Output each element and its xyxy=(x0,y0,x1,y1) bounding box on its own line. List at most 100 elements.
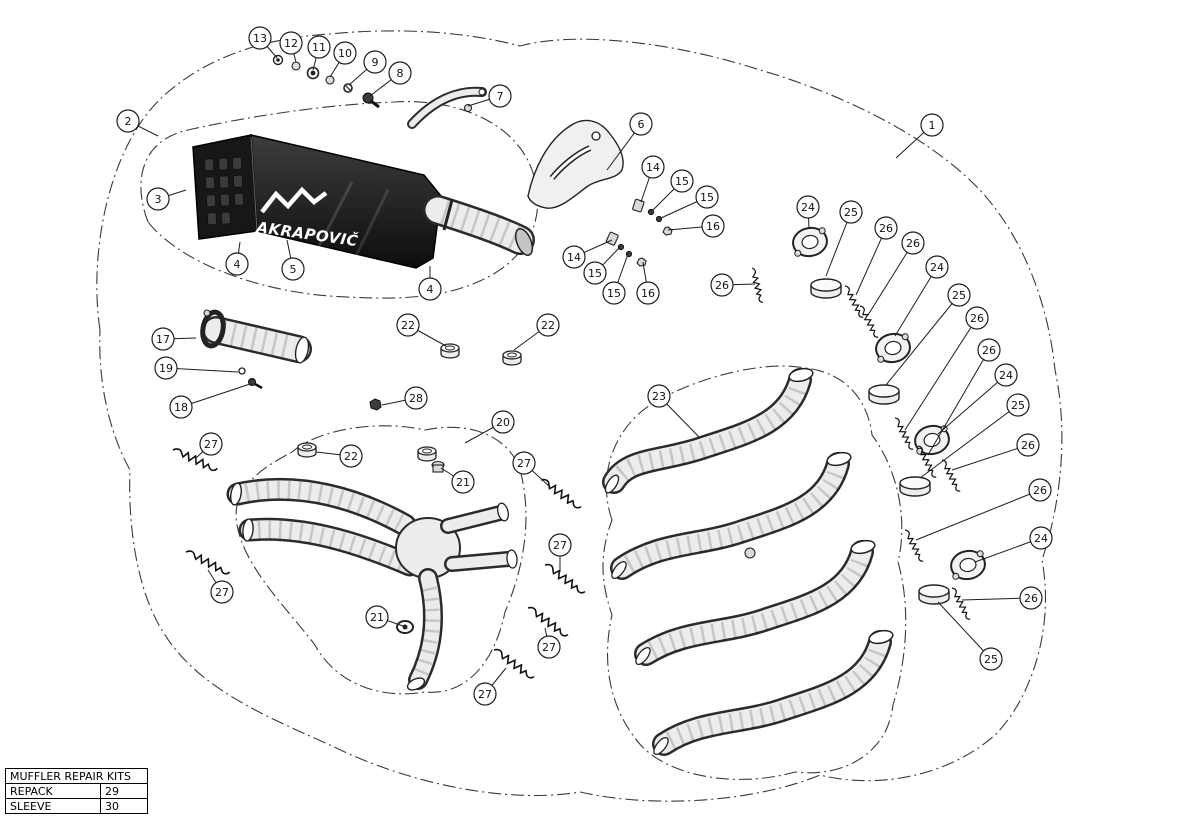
callout-number: 26 xyxy=(1033,484,1047,497)
callout-number: 24 xyxy=(1034,532,1048,545)
heat-shield-bracket xyxy=(527,119,624,209)
exhaust-gasket-25 xyxy=(810,278,842,299)
callout-27: 27 xyxy=(548,533,572,572)
kit-number: 30 xyxy=(100,798,148,814)
callout-10: 10 xyxy=(329,41,357,78)
pipe-2-flare xyxy=(826,451,852,467)
callout-26: 26 xyxy=(915,478,1052,541)
callout-25: 25 xyxy=(825,200,863,277)
callout-number: 26 xyxy=(1024,592,1038,605)
callout-number: 12 xyxy=(284,37,298,50)
callout-28: 28 xyxy=(381,386,428,410)
callout-26: 26 xyxy=(927,338,1001,456)
callout-9: 9 xyxy=(348,50,387,86)
callout-number: 23 xyxy=(652,390,666,403)
table-row: SLEEVE 30 xyxy=(5,798,148,814)
muffler-assembly: AKRAPOVIČ xyxy=(192,86,535,269)
gasket-ring-22 xyxy=(502,350,522,366)
pipe-2-open-end xyxy=(611,560,627,580)
callout-number: 17 xyxy=(156,333,170,346)
callout-number: 14 xyxy=(646,161,660,174)
flange-clamp-24 xyxy=(789,224,831,260)
callout-20: 20 xyxy=(464,410,515,444)
midpipe-inlet-b-ribs xyxy=(257,520,409,573)
boundary-outlines xyxy=(96,30,1063,802)
callout-26: 26 xyxy=(855,216,898,296)
callout-number: 22 xyxy=(541,319,555,332)
callout-number: 27 xyxy=(517,457,531,470)
header-pipe-1 xyxy=(602,367,814,494)
sleeve-sheen xyxy=(316,181,354,249)
header-pipe-2 xyxy=(610,451,852,580)
callout-15: 15 xyxy=(652,169,694,211)
midpipe-inlet-b-fill xyxy=(241,520,419,574)
screw-15 xyxy=(655,215,663,223)
akrapovic-arrow-logo xyxy=(260,186,328,214)
callout-number: 27 xyxy=(478,688,492,701)
spring-27 xyxy=(491,645,536,682)
callout-number: 22 xyxy=(344,450,358,463)
callout-number: 15 xyxy=(588,267,602,280)
spring-26 xyxy=(842,283,866,320)
muffler-fastener-set xyxy=(272,54,380,109)
callout-number: 24 xyxy=(801,201,815,214)
nut-16 xyxy=(636,257,647,267)
callout-16: 16 xyxy=(636,261,660,305)
spring-27 xyxy=(525,603,570,640)
callout-number: 4 xyxy=(427,283,434,296)
callout-number: 27 xyxy=(542,641,556,654)
callout-number: 26 xyxy=(715,279,729,292)
callout-number: 22 xyxy=(401,319,415,332)
callout-number: 18 xyxy=(174,401,188,414)
callout-number: 25 xyxy=(844,206,858,219)
callout-number: 26 xyxy=(906,237,920,250)
callout-number: 25 xyxy=(1011,399,1025,412)
callout-number: 24 xyxy=(930,261,944,274)
callout-18: 18 xyxy=(169,383,251,419)
bolt-8-shaft xyxy=(370,99,380,109)
callout-number: 2 xyxy=(125,115,132,128)
pipe-2-boss xyxy=(744,547,756,559)
outer-boundary xyxy=(96,30,1063,802)
callout-number: 9 xyxy=(372,56,379,69)
callout-number: 16 xyxy=(706,220,720,233)
callout-number: 14 xyxy=(567,251,581,264)
callout-13: 13 xyxy=(248,26,278,59)
pipe-3-flare xyxy=(850,539,876,555)
outlet-1-flange xyxy=(497,502,509,522)
bracket-slot-inner xyxy=(550,146,591,179)
clip-14 xyxy=(632,198,645,213)
callout-number: 13 xyxy=(253,32,267,45)
plug-ring-21-hole xyxy=(402,624,408,630)
callout-26: 26 xyxy=(951,433,1040,471)
callout-21: 21 xyxy=(365,605,404,629)
callout-15: 15 xyxy=(660,185,719,219)
grommet-11-hole xyxy=(310,70,316,76)
pipe-17-ribs xyxy=(219,320,297,360)
callout-number: 11 xyxy=(312,41,326,54)
callout-7: 7 xyxy=(467,84,512,108)
kit-name: REPACK xyxy=(5,783,101,799)
callout-number: 28 xyxy=(409,392,423,405)
callout-number: 4 xyxy=(234,258,241,271)
callout-number: 5 xyxy=(290,263,297,276)
washer-10 xyxy=(325,75,335,85)
callout-number: 6 xyxy=(638,118,645,131)
pipe-4-flare xyxy=(868,629,894,645)
table-row: REPACK 29 xyxy=(5,783,148,799)
callout-21: 21 xyxy=(440,467,475,494)
spring-26 xyxy=(939,457,963,494)
callout-number: 15 xyxy=(675,175,689,188)
outlet-end-ring xyxy=(514,228,534,256)
washer-13-hole xyxy=(276,58,280,62)
muffler-repair-kits-table: MUFFLER REPAIR KITS REPACK 29 SLEEVE 30 xyxy=(5,768,148,814)
callout-15: 15 xyxy=(583,246,621,285)
callout-number: 25 xyxy=(952,289,966,302)
callout-number: 15 xyxy=(700,191,714,204)
clip-14 xyxy=(605,231,619,246)
callout-number: 3 xyxy=(155,193,162,206)
callout-11: 11 xyxy=(307,35,331,71)
callout-number: 8 xyxy=(397,67,404,80)
